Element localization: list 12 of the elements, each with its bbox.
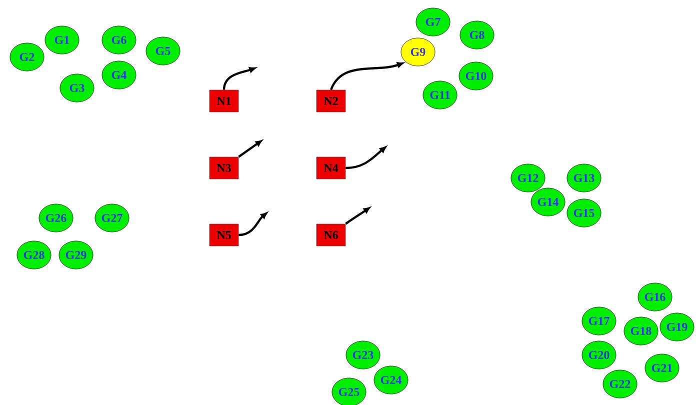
arrow	[330, 62, 404, 90]
node-box: N6	[316, 224, 346, 246]
node-box: N4	[316, 156, 346, 180]
node-box: N2	[316, 90, 346, 112]
arrow	[238, 140, 262, 158]
node-box: N5	[209, 224, 239, 246]
arrow	[238, 212, 268, 236]
arrow	[346, 146, 386, 170]
node-box: N1	[209, 90, 239, 112]
arrow	[345, 207, 370, 225]
arrow	[222, 67, 256, 90]
node-box: N3	[209, 156, 239, 180]
